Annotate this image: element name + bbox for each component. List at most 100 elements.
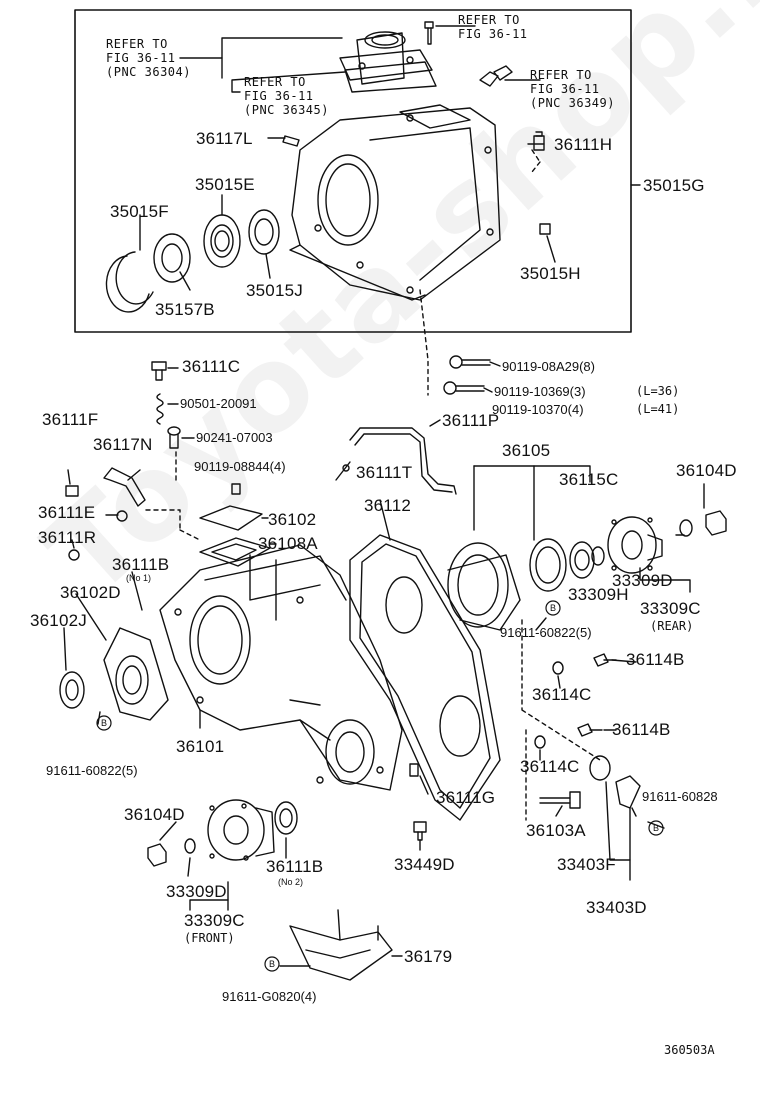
part-label: 33403D — [586, 898, 647, 917]
part-label: 90119-10369(3) — [494, 384, 586, 399]
gasket-36108A — [199, 537, 271, 567]
hose-36117N — [103, 467, 146, 507]
part-label: 36114C — [520, 757, 580, 776]
part-label: 90241-07003 — [196, 430, 273, 445]
part-label: 36101 — [176, 737, 225, 756]
washer-36114C-2 — [534, 735, 546, 749]
part-label: 36108A — [258, 534, 318, 553]
part-label: 36114C — [532, 685, 592, 704]
part-label: 36111T — [356, 463, 413, 482]
part-label: 33309C — [184, 911, 245, 930]
part-label: (No 2) — [278, 877, 304, 887]
bolt-mark: B — [101, 718, 108, 728]
part-label: 36104D — [124, 805, 185, 824]
part-label: 36117L — [196, 129, 253, 148]
part-label: 35015E — [195, 175, 255, 194]
bolt-top — [424, 21, 434, 45]
plug-36111G — [409, 763, 419, 777]
housing-36105 — [447, 542, 521, 631]
part-label: 36102 — [268, 510, 317, 529]
bolt-90119-08A29 — [449, 355, 491, 369]
assembly-frame — [74, 9, 632, 333]
plug-33449D — [413, 821, 427, 841]
part-label: 36111G — [436, 788, 496, 807]
washer-36111E — [116, 510, 128, 522]
part-label: 33403F — [557, 855, 616, 874]
part-label: 33309C — [640, 599, 701, 618]
part-label: (No 1) — [126, 573, 152, 583]
plug-36111C — [151, 361, 167, 381]
part-label: 90119-10370(4) — [492, 402, 584, 417]
part-label: 33309H — [568, 585, 629, 604]
part-label: 36105 — [502, 441, 551, 460]
part-label: 35015H — [520, 264, 581, 283]
shift-retainer — [339, 31, 437, 93]
bracket-36179 — [289, 909, 393, 981]
flange-front — [207, 799, 275, 861]
part-label: 36111R — [38, 528, 97, 547]
seal-36115C — [569, 541, 595, 579]
part-label: 35015J — [246, 281, 303, 300]
cover-36102 — [199, 483, 263, 531]
tube-36111P — [349, 427, 457, 495]
part-label: 35157B — [155, 300, 215, 319]
breather-plug — [533, 131, 545, 151]
oring-33403F — [589, 755, 611, 781]
bolt-mark: B — [550, 603, 557, 613]
washer-33309D — [679, 519, 693, 537]
seal-35015J — [248, 209, 280, 255]
washer-33309D-b — [184, 838, 196, 854]
part-label: 36111B — [266, 857, 324, 876]
part-label: 91611-60822(5) — [46, 763, 138, 778]
part-label: 33449D — [394, 855, 455, 874]
part-label: 36111P — [442, 411, 500, 430]
part-label: 35015F — [110, 202, 169, 221]
part-label: (L=36) — [636, 384, 680, 398]
washer-36114C-1 — [552, 661, 564, 675]
part-label: 35015G — [643, 176, 705, 195]
part-label: 36111H — [554, 135, 613, 154]
part-label: 91611-60828 — [642, 789, 718, 804]
race-35157B — [153, 233, 191, 283]
bearing-35015E — [203, 214, 241, 268]
part-label: 36111F — [42, 410, 99, 429]
snap-ring — [105, 251, 154, 313]
oring-33309H — [591, 546, 605, 566]
pin-90241 — [167, 426, 181, 449]
bolt-mark-group — [96, 600, 664, 972]
part-label: (L=41) — [636, 402, 680, 416]
part-label: 36104D — [676, 461, 737, 480]
seal-36111B-b — [274, 801, 298, 835]
part-label: 91611-60822(5) — [500, 625, 592, 640]
part-label: 36117N — [93, 435, 153, 454]
part-label: 90119-08A29(8) — [502, 359, 595, 374]
part-label: 90119-08844(4) — [194, 459, 286, 474]
part-label: 36102D — [60, 583, 121, 602]
nut-36104D — [705, 510, 727, 536]
part-label: 36115C — [559, 470, 619, 489]
bolt-36114B-2 — [577, 723, 603, 737]
part-label: 36111E — [38, 503, 96, 522]
bolt-mark: B — [653, 823, 660, 833]
part-label: 36103A — [526, 821, 586, 840]
part-label: 36112 — [364, 496, 412, 515]
part-label: 36111B — [112, 555, 170, 574]
part-label: (REAR) — [650, 619, 694, 633]
part-label: (FRONT) — [184, 931, 235, 945]
clip-parts — [282, 65, 513, 147]
bolt-90119-103xx — [443, 381, 485, 395]
part-label: 33309D — [612, 571, 673, 590]
part-label: 36111C — [182, 357, 241, 376]
bolt-mark: B — [269, 959, 276, 969]
washer-36111R — [68, 549, 80, 561]
part-label: 36179 — [404, 947, 453, 966]
part-label: 36114B — [612, 720, 671, 739]
seal-36102J — [59, 671, 85, 709]
plug-35015H — [539, 223, 551, 235]
case-36112 — [349, 534, 501, 821]
adapter-housing — [289, 104, 501, 301]
